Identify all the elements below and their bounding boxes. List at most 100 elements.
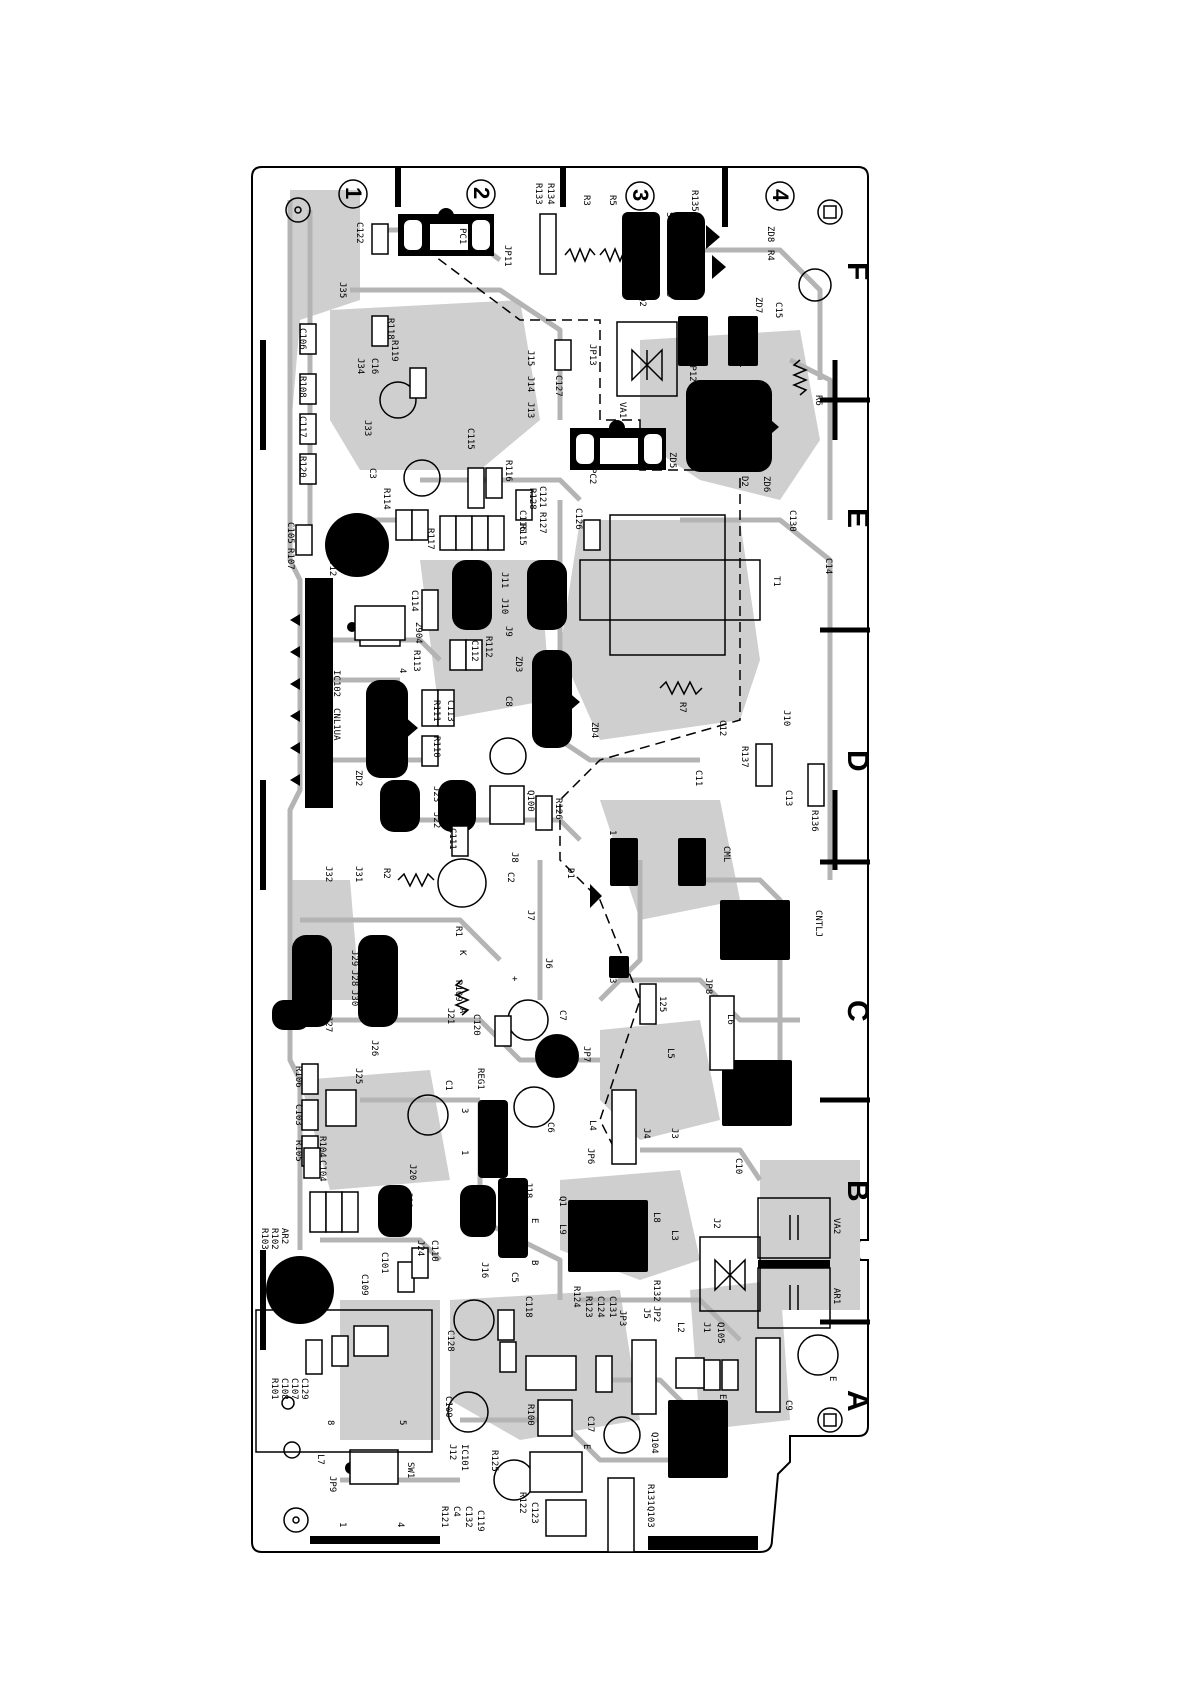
varistor-va1 — [616, 321, 678, 397]
grid-letter-f: F — [841, 262, 874, 280]
right-edge-ticks — [820, 360, 870, 1325]
ref-label: C119 — [475, 1510, 485, 1532]
ref-label: R5 — [607, 195, 617, 206]
switch-sw1 — [255, 1309, 433, 1453]
ref-label: R122 — [517, 1492, 527, 1514]
ref-label: R108 — [297, 376, 307, 398]
ref-label: C129 — [299, 1378, 309, 1400]
ref-label: C16 — [369, 358, 379, 374]
ref-label: J21 — [445, 1008, 455, 1024]
ref-label: JP4 — [503, 1186, 513, 1202]
ref-label: C10 — [733, 1158, 743, 1174]
ref-label: R126 — [553, 798, 563, 820]
ref-label: PC2 — [587, 468, 597, 484]
ref-label: C4 — [451, 1506, 461, 1517]
ref-label: J3 — [669, 1128, 679, 1139]
ref-label: C17 — [585, 1416, 595, 1432]
svg-text:2: 2 — [469, 187, 494, 199]
ref-label: R7 — [677, 702, 687, 713]
svg-text:B: B — [529, 1260, 539, 1265]
ref-label: C109 — [359, 1274, 369, 1296]
ref-label: C127 — [553, 375, 563, 397]
svg-text:3: 3 — [459, 1108, 469, 1113]
ref-label: JP7 — [581, 1046, 591, 1062]
ref-label: R136 — [809, 810, 819, 832]
ref-label: J13 — [525, 402, 535, 418]
ref-label: ZD5 — [667, 452, 677, 468]
ref-label: R105 — [293, 1140, 303, 1162]
optocoupler-pc1 — [398, 214, 494, 256]
ref-label: JP2 — [651, 1306, 661, 1322]
ref-label: PC1 — [457, 228, 467, 244]
ref-label: R100 — [525, 1404, 535, 1426]
ref-label: CNTLJ — [813, 910, 823, 937]
ref-label: R111 — [431, 700, 441, 722]
ref-label: J28 — [349, 970, 359, 986]
svg-text:E: E — [581, 1444, 591, 1449]
reference-designators: C122 PC1 JP11 R134 R133 R3 R5 R135 ZD8 R… — [259, 183, 841, 1532]
ref-label: J25 — [353, 1068, 363, 1084]
svg-text:A: A — [457, 1008, 467, 1014]
smd-component-pads — [295, 213, 825, 1553]
ref-label: C107 — [289, 1378, 299, 1400]
ref-label: Q2 — [637, 296, 647, 307]
ref-label: C130 — [787, 510, 797, 532]
ref-label: AR1 — [831, 1288, 841, 1304]
ref-label: J29 — [349, 950, 359, 966]
ref-label: C3 — [367, 468, 377, 479]
ref-label: C7 — [557, 1010, 567, 1021]
edge-connector-bars — [260, 167, 758, 1550]
large-pads — [266, 208, 792, 1478]
ref-label: C126 — [573, 508, 583, 530]
svg-text:E: E — [717, 1394, 727, 1399]
connector-ic102-pins — [290, 614, 300, 786]
svg-text:3: 3 — [607, 978, 617, 983]
ref-label: C123 — [529, 1502, 539, 1524]
ref-label: R128 — [527, 488, 537, 510]
ref-label: Q103 — [645, 1506, 655, 1528]
grid-letter-d: D — [841, 750, 874, 772]
ref-label: J12 — [447, 1444, 457, 1460]
ref-label: JP9 — [327, 1476, 337, 1492]
svg-text:5: 5 — [679, 864, 689, 869]
ref-label: J32 — [323, 866, 333, 882]
ref-label: J7 — [525, 910, 535, 921]
svg-text:5: 5 — [397, 1420, 407, 1425]
ref-label: R123 — [583, 1296, 593, 1318]
ref-label: JP6 — [585, 1148, 595, 1164]
ref-label: L5 — [665, 1048, 675, 1059]
ref-label: C14 — [823, 558, 833, 574]
row-number-4: 4 — [765, 181, 795, 211]
ref-label: J15 — [525, 350, 535, 366]
ref-label: R113 — [411, 650, 421, 672]
ref-label: R114 — [381, 488, 391, 510]
ref-label: J20 — [407, 1164, 417, 1180]
ref-label: J18 — [523, 1182, 533, 1198]
ref-label: J16 — [479, 1262, 489, 1278]
ref-label: D1 — [565, 868, 575, 879]
row-number-2: 2 — [466, 179, 496, 209]
ref-label: R132 — [651, 1280, 661, 1302]
ref-label: L3 — [669, 1230, 679, 1241]
ref-label: J5 — [641, 1308, 651, 1319]
ref-label: VA1 — [617, 402, 627, 418]
ref-label: J33 — [362, 420, 372, 436]
ref-label: C120 — [471, 1014, 481, 1036]
grid-letter-c: C — [841, 1000, 874, 1022]
ref-label: R134 — [545, 183, 555, 205]
resistor-zigzags — [397, 247, 808, 1016]
row-number-3: 3 — [625, 181, 655, 211]
ref-label: J22 — [431, 812, 441, 828]
ref-label: JP11 — [502, 245, 512, 267]
ref-label: T1 — [771, 576, 781, 587]
ref-label: L7 — [315, 1454, 325, 1465]
ref-label: C100 — [443, 1396, 453, 1418]
ref-label: C13 — [783, 790, 793, 806]
ref-label: J4 — [641, 1128, 651, 1139]
ref-label: L6 — [725, 1014, 735, 1025]
ref-label: J34 — [355, 358, 365, 374]
ref-label: IC102 — [331, 670, 341, 697]
ref-label: L2 — [675, 1322, 685, 1333]
svg-text:8: 8 — [325, 1420, 335, 1425]
